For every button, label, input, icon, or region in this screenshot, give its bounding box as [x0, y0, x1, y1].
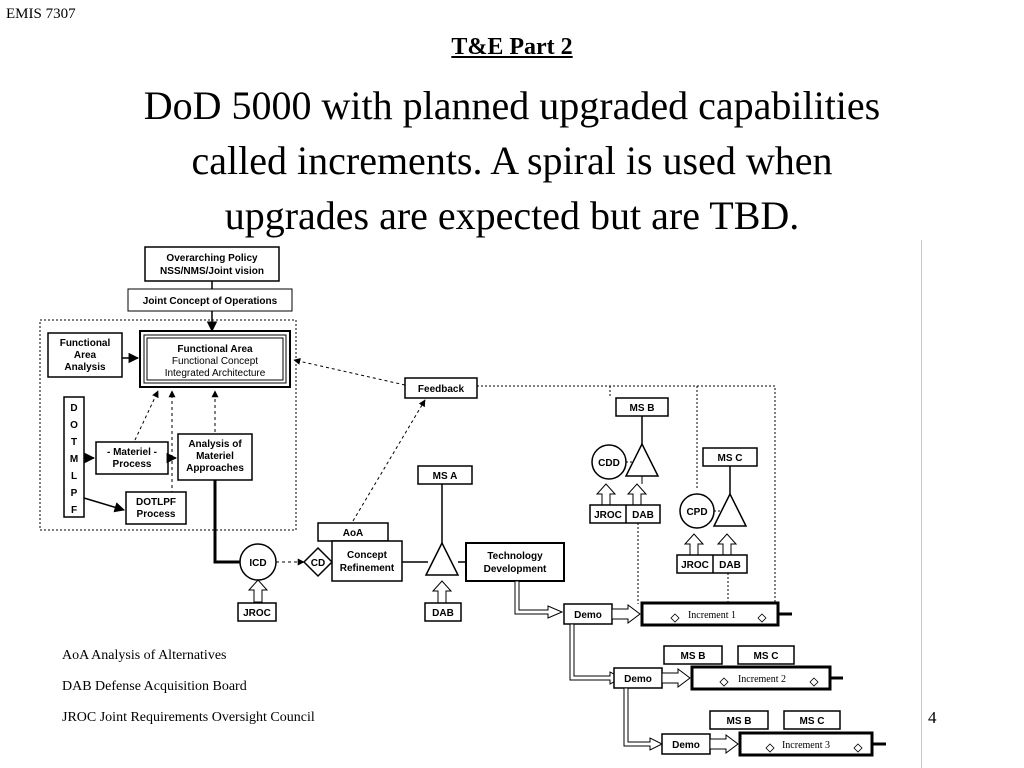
legend-dab: DAB Defense Acquisition Board	[62, 679, 247, 694]
svg-text:DOTLPF: DOTLPF	[136, 497, 176, 508]
increment-2-bar: Increment 2	[690, 665, 843, 691]
svg-text:Process: Process	[113, 459, 152, 470]
course-label: EMIS 7307	[6, 6, 76, 22]
cd-node: CD	[302, 546, 334, 578]
svg-text:MS A: MS A	[433, 471, 458, 482]
svg-text:O: O	[70, 420, 78, 431]
title-line-3: upgrades are expected but are TBD.	[224, 193, 800, 238]
functional-area-analysis-box: Functional Area Analysis	[47, 332, 123, 378]
icd-node: ICD	[239, 543, 277, 581]
jroc-dab-ms-b-box: JROC DAB	[589, 504, 661, 524]
technology-development-box: Technology Development	[465, 542, 565, 582]
ms-a-milestone: MS A	[417, 465, 473, 576]
svg-text:Concept: Concept	[347, 550, 388, 561]
svg-text:M: M	[70, 454, 78, 465]
overarching-line-2: NSS/NMS/Joint vision	[160, 266, 264, 277]
svg-text:Increment 1: Increment 1	[688, 610, 736, 621]
svg-text:Demo: Demo	[574, 610, 602, 621]
svg-text:Approaches: Approaches	[186, 463, 244, 474]
svg-text:Technology: Technology	[487, 551, 543, 562]
increment-3-bar: Increment 3	[738, 731, 886, 757]
svg-text:T: T	[71, 437, 77, 448]
svg-text:MS C: MS C	[754, 651, 779, 662]
svg-text:Area: Area	[74, 350, 97, 361]
svg-text:CD: CD	[311, 558, 325, 569]
svg-text:DAB: DAB	[432, 608, 454, 619]
functional-area-box: Functional Area Functional Concept Integ…	[139, 330, 291, 388]
demo-2-box: Demo	[613, 667, 663, 689]
svg-text:Demo: Demo	[672, 740, 700, 751]
analysis-materiel-box: Analysis of Materiel Approaches	[177, 433, 253, 481]
demo-3-box: Demo	[661, 733, 711, 755]
vertical-divider	[921, 240, 922, 768]
svg-text:DAB: DAB	[719, 560, 741, 571]
svg-text:CDD: CDD	[598, 458, 620, 469]
functional-area-line-2: Functional Concept	[172, 356, 258, 367]
svg-text:JROC: JROC	[594, 510, 622, 521]
joint-concept-box: Joint Concept of Operations	[127, 288, 293, 312]
svg-text:F: F	[71, 505, 77, 516]
svg-text:Analysis: Analysis	[64, 362, 106, 373]
title-line-2: called increments. A spiral is used when	[191, 138, 833, 183]
svg-text:L: L	[71, 471, 77, 482]
svg-text:Feedback: Feedback	[418, 384, 465, 395]
increment-1-bar: Increment 1	[640, 601, 792, 627]
jroc-dab-ms-c-box: JROC DAB	[676, 554, 748, 574]
ms-c-increment-2: MS C	[737, 645, 795, 665]
functional-area-line-1: Functional Area	[177, 344, 253, 355]
svg-text:Development: Development	[484, 564, 547, 575]
page-number: 4	[928, 708, 937, 727]
functional-area-line-3: Integrated Architecture	[165, 368, 266, 379]
demo-1-box: Demo	[563, 603, 613, 625]
svg-text:Materiel: Materiel	[196, 451, 234, 462]
svg-text:Demo: Demo	[624, 674, 652, 685]
legend-jroc: JROC Joint Requirements Oversight Counci…	[62, 710, 315, 725]
slide-title: DoD 5000 with planned upgraded capabilit…	[0, 78, 1024, 243]
part-heading: T&E Part 2	[451, 34, 573, 60]
svg-text:MS B: MS B	[727, 716, 752, 727]
svg-text:Functional: Functional	[60, 338, 111, 349]
cpd-node: CPD	[679, 493, 715, 529]
svg-text:Increment 3: Increment 3	[782, 740, 830, 751]
svg-text:MS C: MS C	[800, 716, 825, 727]
svg-text:MS C: MS C	[718, 453, 743, 464]
overarching-policy-box: Overarching Policy NSS/NMS/Joint vision	[144, 246, 280, 282]
svg-text:Process: Process	[137, 509, 176, 520]
ms-b-increment-2: MS B	[663, 645, 723, 665]
svg-text:DAB: DAB	[632, 510, 654, 521]
aoa-box: AoA	[317, 522, 389, 542]
ms-c-increment-3: MS C	[783, 710, 841, 730]
cdd-node: CDD	[591, 444, 627, 480]
svg-text:P: P	[71, 488, 78, 499]
materiel-process-box: - Materiel - Process	[95, 441, 169, 475]
overarching-line-1: Overarching Policy	[166, 253, 258, 264]
svg-text:- Materiel -: - Materiel -	[107, 447, 157, 458]
jroc-icd-box: JROC	[237, 602, 277, 622]
svg-text:JROC: JROC	[681, 560, 709, 571]
svg-text:CPD: CPD	[686, 507, 707, 518]
legend-aoa: AoA Analysis of Alternatives	[62, 648, 227, 663]
svg-text:D: D	[70, 403, 77, 414]
svg-text:AoA: AoA	[343, 528, 364, 539]
svg-text:ICD: ICD	[249, 558, 266, 569]
svg-text:MS B: MS B	[630, 403, 655, 414]
svg-text:JROC: JROC	[243, 608, 271, 619]
ms-b-increment-3: MS B	[709, 710, 769, 730]
svg-text:Refinement: Refinement	[340, 563, 395, 574]
dotmlpf-column: D O T M L P F	[63, 396, 85, 518]
joint-concept-label: Joint Concept of Operations	[143, 296, 278, 307]
svg-text:MS B: MS B	[681, 651, 706, 662]
ms-c-milestone: MS C	[702, 447, 758, 527]
svg-text:Analysis of: Analysis of	[188, 439, 242, 450]
title-line-1: DoD 5000 with planned upgraded capabilit…	[143, 83, 881, 128]
requirements-region	[39, 319, 297, 531]
feedback-box: Feedback	[404, 377, 478, 399]
dab-ms-a-box: DAB	[424, 602, 462, 622]
dotlpf-process-box: DOTLPF Process	[125, 491, 187, 525]
concept-refinement-box: Concept Refinement	[331, 540, 403, 582]
svg-text:Increment 2: Increment 2	[738, 674, 786, 685]
